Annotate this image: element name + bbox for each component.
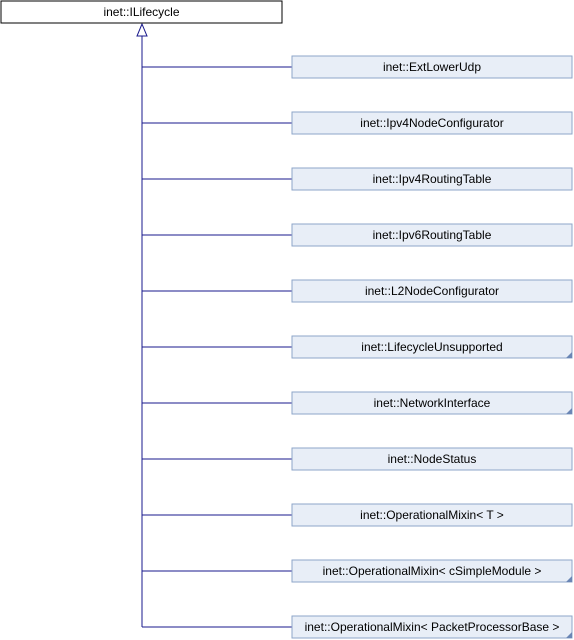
derived-class-box	[291, 167, 573, 191]
derived-class-box	[291, 447, 573, 471]
derived-class-node[interactable]: inet::NetworkInterface	[291, 391, 573, 415]
base-class-label: inet::ILifecycle	[103, 5, 179, 19]
derived-class-box	[291, 223, 573, 247]
derived-class-box	[291, 615, 573, 639]
collapsed-subclasses-marker-icon	[566, 408, 572, 414]
collapsed-subclasses-marker-icon	[566, 576, 572, 582]
derived-class-box	[291, 335, 573, 359]
derived-class-box	[291, 559, 573, 583]
derived-class-box	[291, 503, 573, 527]
inheritance-arrowhead-icon	[136, 22, 148, 37]
base-class-box	[0, 0, 283, 24]
derived-class-box	[291, 391, 573, 415]
derived-class-box	[291, 55, 573, 79]
derived-class-label: inet::Ipv6RoutingTable	[373, 228, 492, 242]
derived-class-label: inet::NetworkInterface	[374, 396, 491, 410]
collapsed-subclasses-marker-icon	[566, 632, 572, 638]
derived-class-node[interactable]: inet::Ipv6RoutingTable	[291, 223, 573, 247]
derived-class-label: inet::OperationalMixin< cSimpleModule >	[323, 564, 542, 578]
derived-class-box	[291, 279, 573, 303]
derived-class-node[interactable]: inet::NodeStatus	[291, 447, 573, 471]
inheritance-edges	[136, 22, 292, 628]
derived-class-node[interactable]: inet::ExtLowerUdp	[291, 55, 573, 79]
derived-class-label: inet::Ipv4NodeConfigurator	[360, 116, 503, 130]
derived-class-node[interactable]: inet::L2NodeConfigurator	[291, 279, 573, 303]
derived-class-node[interactable]: inet::OperationalMixin< PacketProcessorB…	[291, 615, 573, 639]
derived-class-box	[291, 111, 573, 135]
derived-class-label: inet::LifecycleUnsupported	[361, 340, 502, 354]
derived-class-list: inet::ExtLowerUdpinet::Ipv4NodeConfigura…	[291, 55, 573, 639]
derived-class-node[interactable]: inet::Ipv4RoutingTable	[291, 167, 573, 191]
base-class-node[interactable]: inet::ILifecycle	[0, 0, 283, 24]
derived-class-label: inet::OperationalMixin< PacketProcessorB…	[305, 620, 560, 634]
derived-class-node[interactable]: inet::OperationalMixin< cSimpleModule >	[291, 559, 573, 583]
derived-class-node[interactable]: inet::LifecycleUnsupported	[291, 335, 573, 359]
derived-class-label: inet::Ipv4RoutingTable	[373, 172, 492, 186]
derived-class-label: inet::L2NodeConfigurator	[365, 284, 499, 298]
derived-class-label: inet::NodeStatus	[388, 452, 477, 466]
derived-class-label: inet::ExtLowerUdp	[383, 60, 481, 74]
collapsed-subclasses-marker-icon	[566, 352, 572, 358]
derived-class-label: inet::OperationalMixin< T >	[360, 508, 504, 522]
derived-class-node[interactable]: inet::OperationalMixin< T >	[291, 503, 573, 527]
derived-class-node[interactable]: inet::Ipv4NodeConfigurator	[291, 111, 573, 135]
